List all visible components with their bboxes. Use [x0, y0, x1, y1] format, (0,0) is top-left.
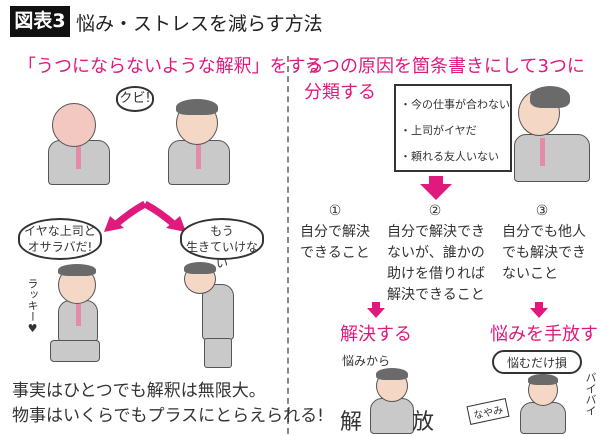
- sad-man-illustration: [180, 262, 250, 372]
- text-line: 解決できること: [387, 287, 485, 303]
- conclusion-line-2: 物事はいくらでもプラスにとらえられる!: [12, 406, 324, 426]
- category-3-number: ③: [535, 203, 549, 219]
- figure-badge: 図表3: [10, 6, 70, 37]
- outcome-let-go: 悩みを手放す: [490, 324, 598, 345]
- category-2-number: ②: [428, 203, 442, 219]
- right-heading-line-1: うつの原因を箇条書きにして3つに: [304, 56, 585, 77]
- category-3-text: 自分でも他人 でも解決でき ないこと: [502, 222, 586, 285]
- text-line: でも解決でき: [502, 245, 586, 261]
- byebye-text: バイバイ: [584, 372, 597, 416]
- board-item: ・上司がイヤだ: [400, 124, 477, 137]
- text-line: ないこと: [502, 266, 558, 282]
- boss-illustration: [30, 95, 130, 185]
- category-2-text: 自分で解決でき ないが、誰かの 助けを借りれば 解決できること: [387, 222, 485, 306]
- bubble-line: もう: [210, 224, 234, 238]
- bubble-line: イヤな上司と: [24, 224, 96, 238]
- down-arrow-icon: [367, 302, 385, 318]
- employee-illustration: [150, 95, 250, 185]
- worry-note: なやみ: [466, 398, 510, 425]
- down-arrow-icon: [420, 176, 452, 200]
- freed-caption: 悩みから: [342, 354, 391, 368]
- sad-speech-bubble: もう 生きていけない: [180, 218, 264, 270]
- divider: [287, 56, 289, 434]
- text-line: 助けを借りれば: [387, 266, 485, 282]
- boss-speech-bubble: クビ!: [116, 86, 154, 112]
- outcome-solve: 解決する: [340, 324, 412, 345]
- text-line: 自分で解決でき: [387, 224, 485, 240]
- category-1-number: ①: [328, 203, 342, 219]
- writing-man-illustration: [500, 82, 595, 182]
- text-line: 自分でも他人: [502, 224, 586, 240]
- board-item: ・頼れる友人いない: [400, 150, 499, 163]
- waving-man-illustration: [514, 374, 574, 434]
- freed-char-2: 放: [412, 410, 435, 435]
- text-line: 自分で解決: [300, 224, 370, 240]
- freed-man-illustration: [362, 368, 422, 434]
- lucky-text: ラッキー♥: [26, 278, 39, 335]
- happy-man-illustration: [40, 262, 120, 372]
- down-arrow-icon: [530, 302, 548, 318]
- right-heading-line-2: 分類する: [304, 82, 376, 103]
- freed-char-1: 解: [340, 410, 363, 435]
- waste-speech-bubble: 悩むだけ損: [492, 350, 582, 374]
- bubble-line: オサラバだ!: [27, 240, 93, 254]
- whiteboard: ・今の仕事が合わない ・上司がイヤだ ・頼れる友人いない: [394, 84, 512, 172]
- page-title: 悩み・ストレスを減らす方法: [76, 13, 323, 35]
- text-line: できること: [300, 245, 370, 261]
- text-line: ないが、誰かの: [387, 245, 485, 261]
- bubble-line: 生きていけない: [185, 240, 258, 270]
- happy-speech-bubble: イヤな上司と オサラバだ!: [18, 218, 102, 260]
- conclusion-line-1: 事実はひとつでも解釈は無限大。: [12, 381, 266, 401]
- branch-arrows-icon: [104, 200, 186, 232]
- category-1-text: 自分で解決 できること: [300, 222, 370, 264]
- left-heading: 「うつにならないような解釈」をする: [18, 56, 324, 77]
- board-item: ・今の仕事が合わない: [400, 98, 510, 111]
